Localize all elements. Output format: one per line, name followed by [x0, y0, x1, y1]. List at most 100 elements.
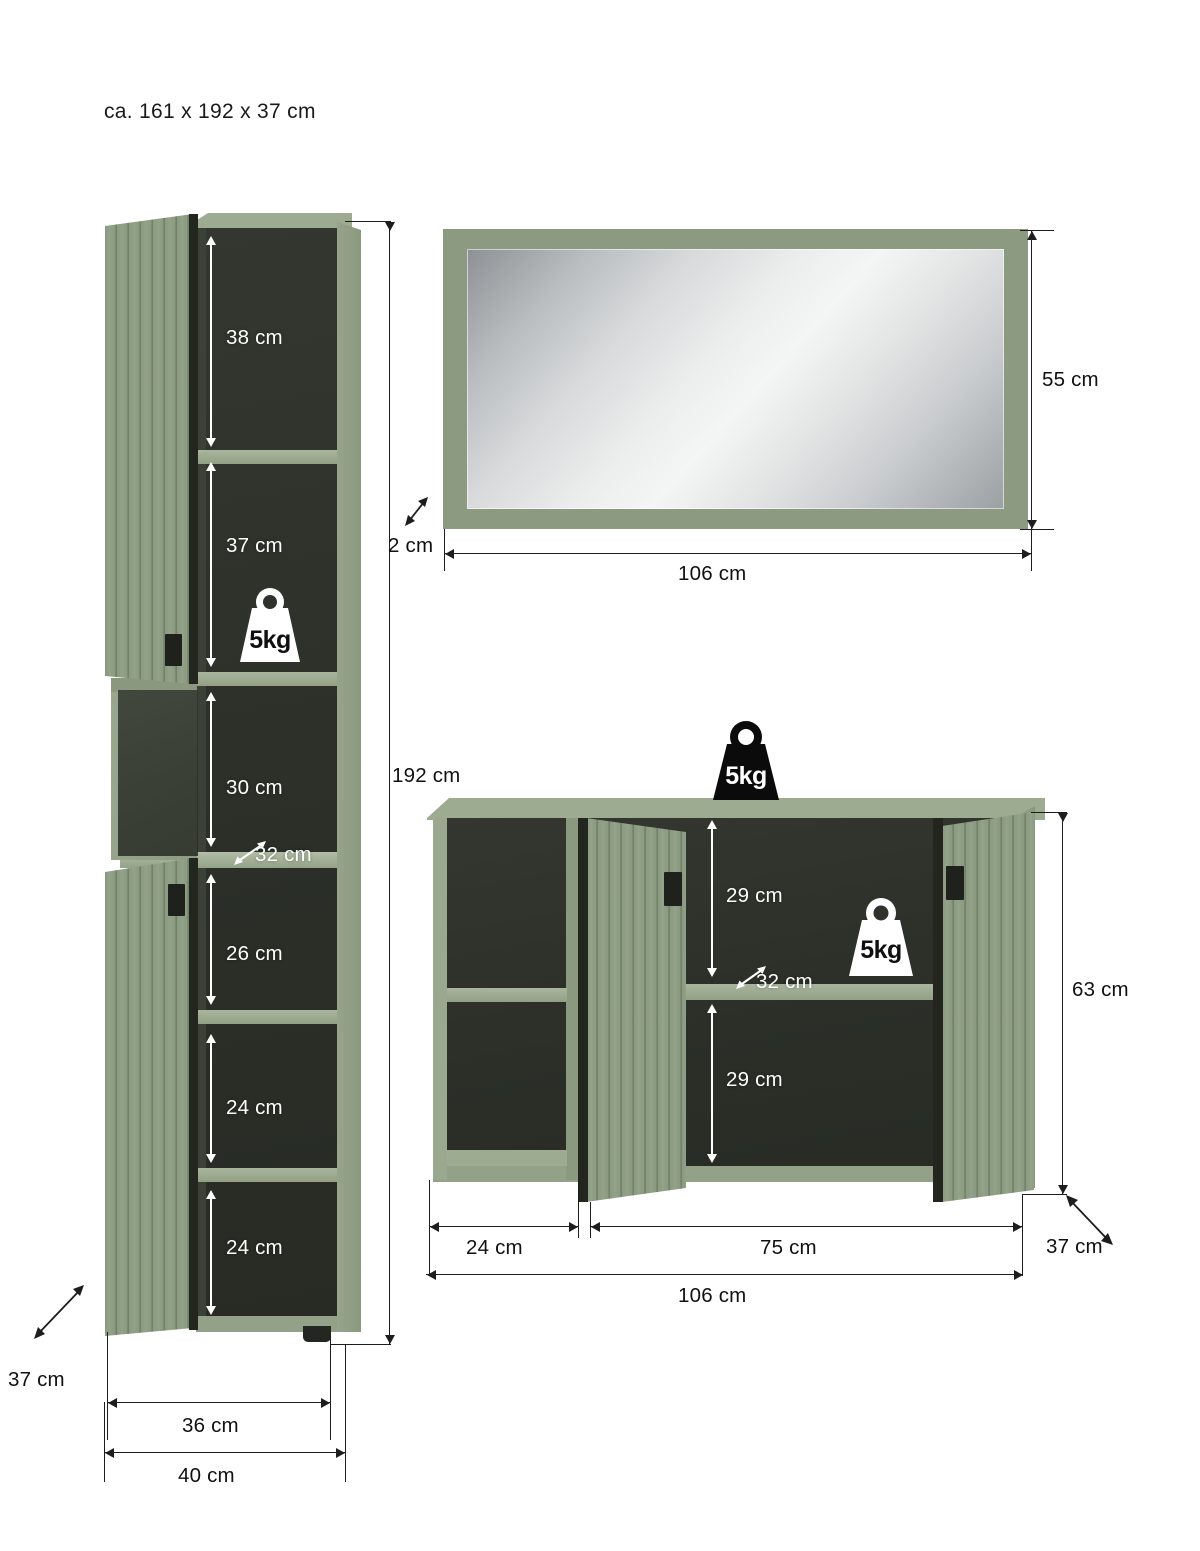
tall-cabinet-shelf-5: [196, 1168, 337, 1182]
dim-arrow-26-top: [206, 874, 216, 883]
sink-cabinet-left-shelf: [447, 988, 567, 1002]
dim-label-40: 40 cm: [178, 1464, 235, 1487]
tall-cabinet-right-side: [337, 222, 361, 1332]
dim-arrow-63-bottom: [1058, 1185, 1068, 1194]
dim-arrow-32-sink-diagonal-icon: [732, 962, 770, 992]
dim-line-40: [104, 1452, 346, 1453]
dim-arrow-37-depth-icon: [28, 1278, 90, 1344]
dim-label-38: 38 cm: [226, 326, 283, 349]
dim-arrow-55-top: [1027, 231, 1037, 240]
dim-arrow-106s-right: [1014, 1270, 1023, 1280]
dim-line-38: [210, 244, 212, 440]
ext-line-55-top: [1020, 230, 1054, 231]
ext-line-106m-left: [444, 529, 445, 571]
dim-arrow-30-top: [206, 692, 216, 701]
dim-line-24b: [210, 1198, 212, 1310]
dim-arrow-106m-right: [1022, 549, 1031, 559]
tall-cabinet-bottom-panel: [196, 1316, 337, 1332]
dim-line-192: [389, 221, 390, 1344]
dim-arrow-24a-top: [206, 1034, 216, 1043]
ext-line-24-left: [429, 1180, 430, 1276]
dim-arrow-37-sink-depth-icon: [1062, 1192, 1118, 1250]
dim-label-30: 30 cm: [226, 776, 283, 799]
load-badge-sink-shelf: 5kg: [836, 892, 926, 980]
ext-line-36-left: [107, 1332, 108, 1440]
load-badge-label: 5kg: [725, 762, 767, 790]
dim-label-32-sink: 32 cm: [756, 970, 813, 993]
dim-arrow-29b-bottom: [707, 1154, 717, 1163]
tall-cabinet-shelf-4: [196, 1010, 337, 1024]
tall-cabinet-left-inner-wall: [196, 228, 206, 1332]
ext-line-192-top: [345, 221, 391, 222]
dim-label-37-tall-depth: 37 cm: [8, 1368, 65, 1391]
dim-line-55: [1031, 230, 1032, 529]
ext-line-75-right: [1022, 1194, 1023, 1276]
tall-cabinet-lower-door[interactable]: [105, 858, 193, 1336]
dim-line-26: [210, 882, 212, 1000]
ext-line-40-right: [345, 1344, 346, 1482]
dim-label-106-sink: 106 cm: [678, 1284, 747, 1307]
dim-label-24b: 24 cm: [226, 1236, 283, 1259]
dim-line-36: [107, 1402, 331, 1403]
dim-line-75: [590, 1226, 1023, 1227]
ext-line-24-right: [578, 1180, 579, 1238]
dim-label-26: 26 cm: [226, 942, 283, 965]
dim-arrow-2cm-icon: [400, 490, 434, 530]
sink-cabinet-right-door-handle[interactable]: [946, 866, 964, 900]
load-badge-label: 5kg: [249, 626, 291, 654]
dim-line-30: [210, 700, 212, 842]
sink-cabinet-left-section-right-wall: [566, 818, 578, 1180]
dim-arrow-24b-top: [206, 1190, 216, 1199]
dim-label-106-mirror: 106 cm: [678, 562, 747, 585]
sink-cabinet-left-section-floor: [447, 1150, 567, 1166]
dim-arrow-55-bottom: [1027, 520, 1037, 529]
tall-cabinet-lower-door-handle[interactable]: [168, 884, 185, 916]
ext-line-40-left: [104, 1402, 105, 1482]
dim-label-29-upper: 29 cm: [726, 884, 783, 907]
dim-label-36: 36 cm: [182, 1414, 239, 1437]
sink-cabinet-left-door-handle[interactable]: [664, 872, 682, 906]
tall-cabinet-lower-door-edge: [189, 858, 198, 1330]
tall-cabinet-shelf-1: [196, 450, 337, 464]
tall-cabinet-interior: [196, 228, 337, 1332]
dim-arrow-26-bottom: [206, 996, 216, 1005]
dim-arrow-29b-top: [707, 1004, 717, 1013]
tall-cabinet-foot-right: [303, 1326, 331, 1342]
dim-arrow-32-diagonal-icon: [230, 838, 270, 868]
dim-arrow-38-top: [206, 236, 216, 245]
tall-cabinet-upper-door[interactable]: [105, 214, 193, 684]
dim-label-24-section: 24 cm: [466, 1236, 523, 1259]
dim-arrow-192-top: [385, 222, 395, 231]
ext-line-106m-right: [1031, 529, 1032, 571]
dim-arrow-106s-left: [427, 1270, 436, 1280]
dim-arrow-29a-top: [707, 820, 717, 829]
page-title: ca. 161 x 192 x 37 cm: [104, 100, 316, 123]
sink-cabinet-left-door-edge: [578, 818, 588, 1202]
dim-line-37: [210, 470, 212, 662]
dim-arrow-37-bottom: [206, 658, 216, 667]
dim-label-55: 55 cm: [1042, 368, 1099, 391]
dim-arrow-24b-bottom: [206, 1306, 216, 1315]
dim-label-37-sink-depth: 37 cm: [1046, 1235, 1103, 1258]
dim-arrow-24-left: [430, 1222, 439, 1232]
dim-arrow-106m-left: [445, 549, 454, 559]
ext-line-36-right: [330, 1332, 331, 1440]
dim-label-63: 63 cm: [1072, 978, 1129, 1001]
dim-line-106s: [426, 1274, 1023, 1275]
dim-arrow-63-top: [1058, 813, 1068, 822]
sink-cabinet-right-shelf: [578, 984, 1014, 1000]
tall-cabinet-shelf-2: [196, 672, 337, 686]
dim-arrow-29a-bottom: [707, 968, 717, 977]
load-badge-sink-top: 5kg: [700, 716, 792, 804]
dim-label-24a: 24 cm: [226, 1096, 283, 1119]
load-badge-tall-cabinet: 5kg: [228, 584, 312, 666]
dim-label-37: 37 cm: [226, 534, 283, 557]
dim-label-2: 2 cm: [388, 534, 434, 557]
sink-cabinet-top: [427, 798, 1045, 820]
tall-cabinet-upper-door-handle[interactable]: [165, 634, 182, 666]
dim-arrow-24-right: [569, 1222, 578, 1232]
dim-arrow-40-left: [105, 1448, 114, 1458]
dim-line-106m: [444, 553, 1032, 554]
ext-line-55-bottom: [1020, 529, 1054, 530]
